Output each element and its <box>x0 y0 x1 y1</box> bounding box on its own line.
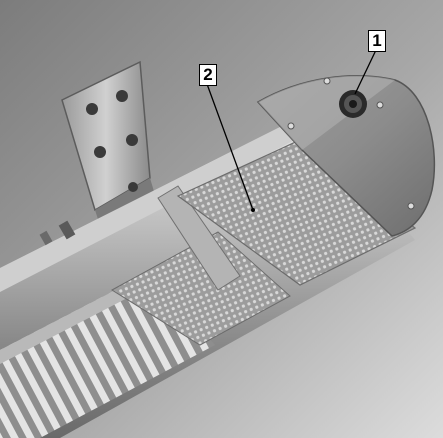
callout-2-leader <box>206 83 254 211</box>
callout-1-leader <box>354 49 377 95</box>
callout-label-1: 1 <box>368 30 386 52</box>
callout-label-2: 2 <box>199 64 217 86</box>
